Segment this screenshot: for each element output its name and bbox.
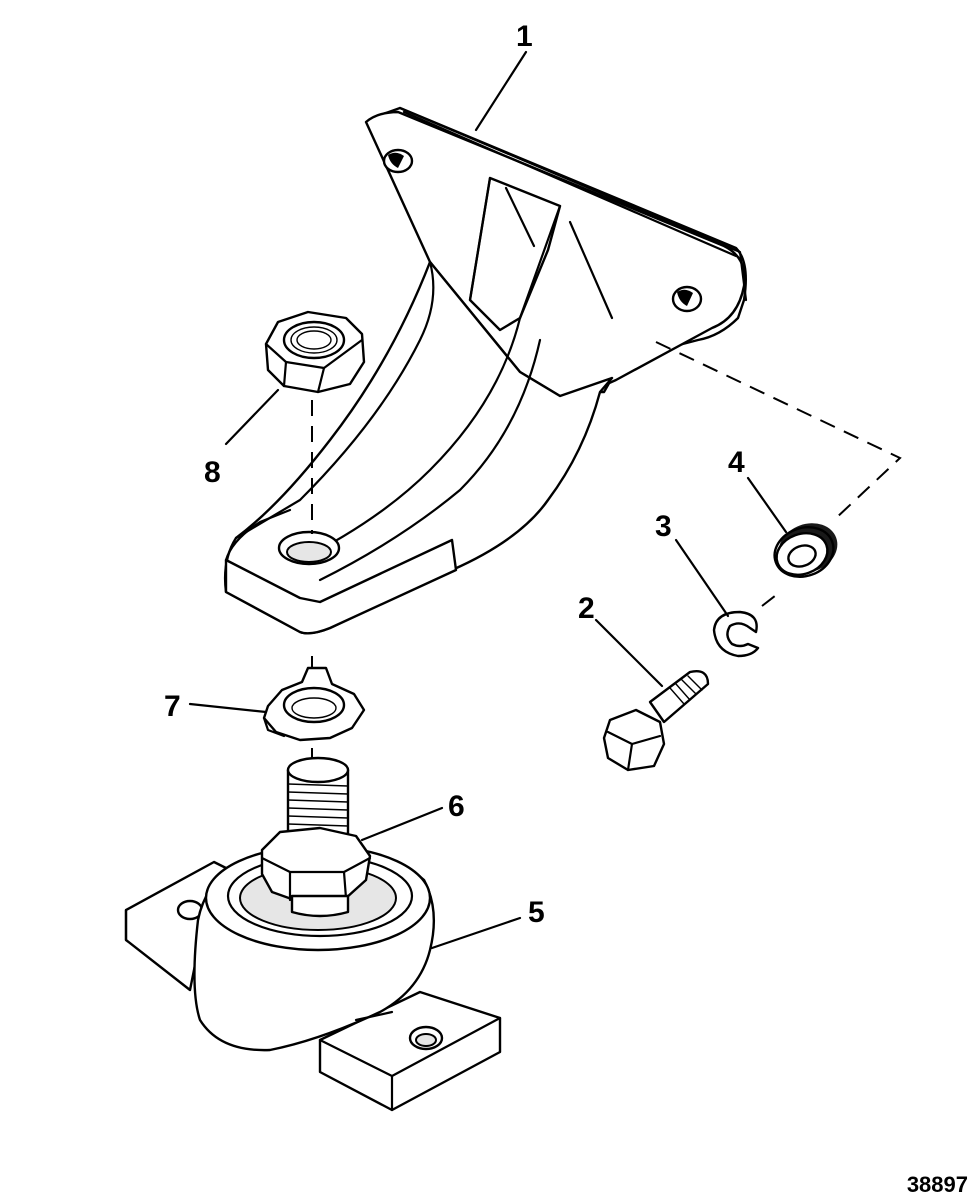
part-6-stud-and-jam-nut: [260, 756, 372, 918]
part-3-lock-washer: [712, 610, 760, 658]
part-4-flat-washer: [773, 523, 838, 578]
leader-lines: [188, 50, 788, 950]
callout-2: 2: [578, 592, 595, 625]
figure-number: 38897: [907, 1172, 968, 1197]
callout-4: 4: [728, 446, 745, 479]
callout-6: 6: [448, 790, 465, 823]
part-2-bolt: [602, 670, 710, 772]
callout-3: 3: [655, 510, 672, 543]
part-8-hex-nut: [264, 310, 366, 394]
callout-labels: 1 2 3 4 5 6 7 8: [164, 20, 745, 929]
callout-5: 5: [528, 896, 545, 929]
callout-1: 1: [516, 20, 533, 53]
part-7-tab-washer: [262, 666, 366, 742]
part-1-mounting-bracket: [223, 106, 748, 635]
callout-8: 8: [204, 456, 221, 489]
callout-7: 7: [164, 690, 181, 723]
